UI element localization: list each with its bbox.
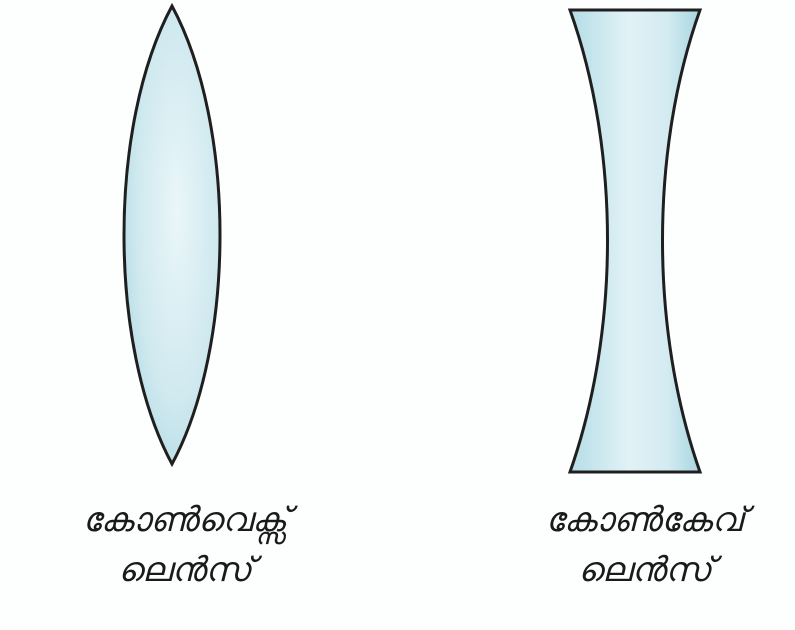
convex-lens-label: കോൺവെക്സ് ലെൻസ് bbox=[55, 495, 315, 595]
convex-lens-label-line2: ലെൻസ് bbox=[118, 550, 252, 590]
concave-lens-label: കോൺകേവ് ലെൻസ് bbox=[525, 495, 765, 595]
convex-lens-label-line1: കോൺവെക്സ് bbox=[82, 500, 288, 540]
concave-lens-label-line2: ലെൻസ് bbox=[578, 550, 712, 590]
concave-lens-shape bbox=[567, 8, 703, 474]
convex-lens-shape bbox=[122, 2, 222, 468]
concave-lens-label-line1: കോൺകേവ് bbox=[545, 500, 745, 540]
